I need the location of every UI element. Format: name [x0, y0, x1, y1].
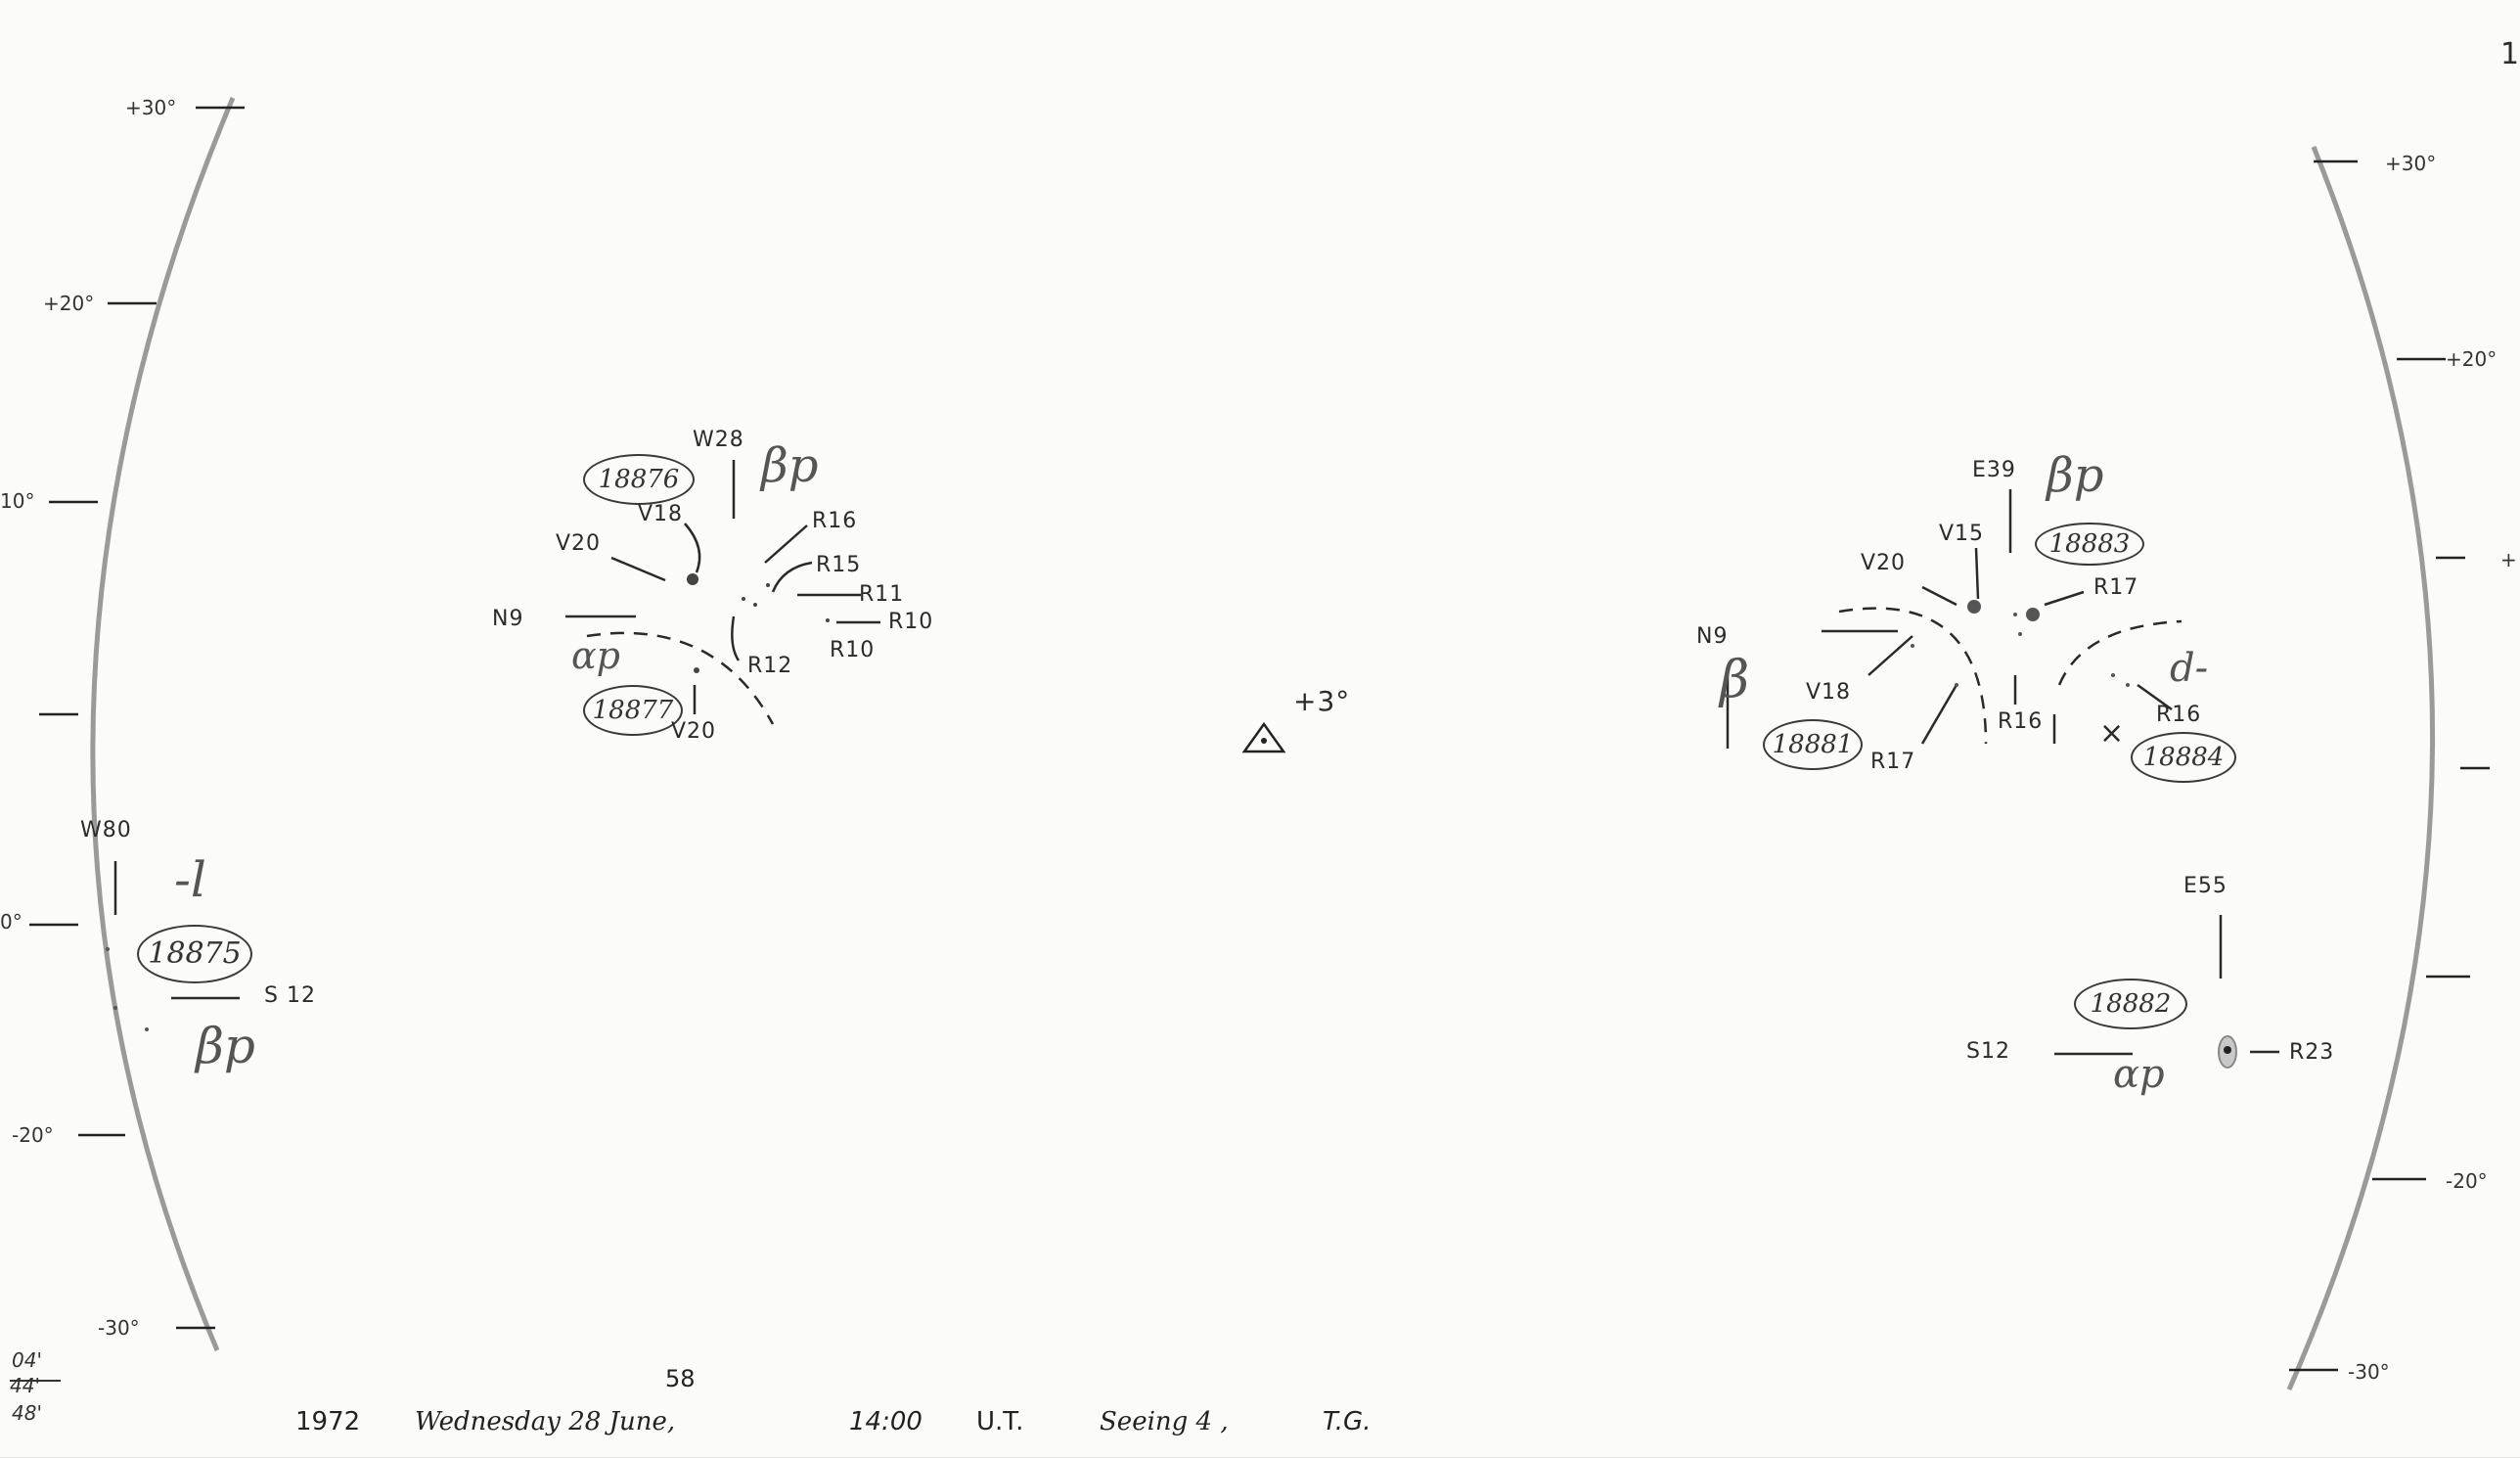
left-tick-plus30: +30° [125, 96, 177, 119]
lon-w80: W80 [80, 818, 132, 843]
label-r17-b: R17 [1870, 750, 1916, 774]
lat-n9-left: N9 [492, 607, 524, 631]
right-limb-arc [2286, 146, 2435, 1391]
lat-n9-right: N9 [1696, 624, 1729, 649]
footer-time-sup: 58 [665, 1365, 696, 1392]
footer-year: 1972 [295, 1407, 361, 1436]
left-tick-minus30: -30° [98, 1316, 140, 1340]
right-tick-minus20: -20° [2446, 1169, 2488, 1193]
corner-note-2: 44' [10, 1374, 40, 1397]
footer-observer: T.G. [1323, 1407, 1372, 1436]
page-number: 1 [2500, 37, 2520, 71]
region-18884: 18884 [2131, 732, 2236, 783]
group-18875-strokes [113, 861, 240, 1000]
group-18875-spots [106, 947, 149, 1031]
label-r15-a: R15 [816, 553, 862, 577]
label-r17-a: R17 [2093, 575, 2139, 600]
left-tick-minus20: -20° [12, 1123, 54, 1147]
footer-time: 14:00 [849, 1407, 922, 1436]
cross-mark: × [2099, 716, 2126, 751]
right-limb-ticks [2289, 159, 2490, 1372]
label-v18-b: V18 [1806, 680, 1852, 705]
class-18881: β [1720, 651, 1750, 709]
lon-w28: W28 [693, 428, 744, 452]
footer-tz: U.T. [976, 1407, 1024, 1436]
label-r11-a: R11 [859, 582, 905, 607]
left-limb-arc [90, 97, 236, 1351]
group-18882-strokes [2054, 915, 2279, 1056]
footer-date: Wednesday 28 June, [415, 1407, 676, 1436]
region-18882: 18882 [2074, 979, 2187, 1029]
label-r23: R23 [2289, 1040, 2335, 1065]
left-tick-plus20: +20° [43, 292, 95, 315]
class-18883: βp [2047, 448, 2104, 503]
region-18881: 18881 [1763, 719, 1863, 770]
right-tick-plus30: +30° [2385, 152, 2437, 175]
label-r12-a: R12 [747, 654, 793, 678]
left-tick-10: 10° [0, 489, 35, 513]
right-tick-minus30: -30° [2348, 1360, 2390, 1384]
group-18881-spots [1911, 600, 2130, 687]
label-v15: V15 [1939, 522, 1985, 546]
right-tick-plus20: +20° [2446, 347, 2498, 371]
region-18875: 18875 [137, 925, 252, 983]
class-18877: αp [571, 634, 620, 677]
group-18876-strokes [565, 460, 880, 725]
corner-note-3: 48' [12, 1401, 42, 1425]
label-v20-b: V20 [671, 719, 717, 744]
lat-s12-left: S 12 [264, 983, 316, 1008]
left-limb-ticks [29, 106, 245, 1330]
left-tick-0: 0° [0, 910, 22, 934]
label-r16-c: R16 [2156, 703, 2202, 727]
class-18882: αp [2113, 1052, 2165, 1097]
label-v20-c: V20 [1861, 551, 1907, 575]
class-18876: βp [761, 438, 819, 493]
label-r10-a: R10 [888, 610, 934, 634]
group-18876-spots [687, 573, 830, 673]
center-label: +3° [1293, 685, 1351, 717]
lon-e55: E55 [2183, 874, 2228, 898]
label-r16-a: R16 [812, 509, 858, 533]
lat-s12-right: S12 [1966, 1039, 2010, 1064]
lon-e39: E39 [1972, 458, 2016, 482]
center-triangle [1241, 721, 1286, 753]
label-r10-b: R10 [830, 638, 876, 662]
right-tick-plus: + [2500, 548, 2517, 571]
region-18877: 18877 [583, 685, 683, 736]
class-18884: d- [2170, 646, 2209, 691]
label-r16-b: R16 [1998, 709, 2044, 734]
corner-note-1: 04' [12, 1348, 42, 1372]
label-v18-a: V18 [638, 502, 684, 526]
class-18875-a: -l [174, 851, 206, 908]
group-18881-strokes [1726, 489, 2182, 749]
class-18875-b: βp [196, 1018, 255, 1074]
region-18876: 18876 [583, 454, 695, 505]
footer-seeing: Seeing 4 , [1100, 1407, 1229, 1436]
region-18883: 18883 [2035, 523, 2144, 566]
label-v20-a: V20 [556, 531, 602, 556]
